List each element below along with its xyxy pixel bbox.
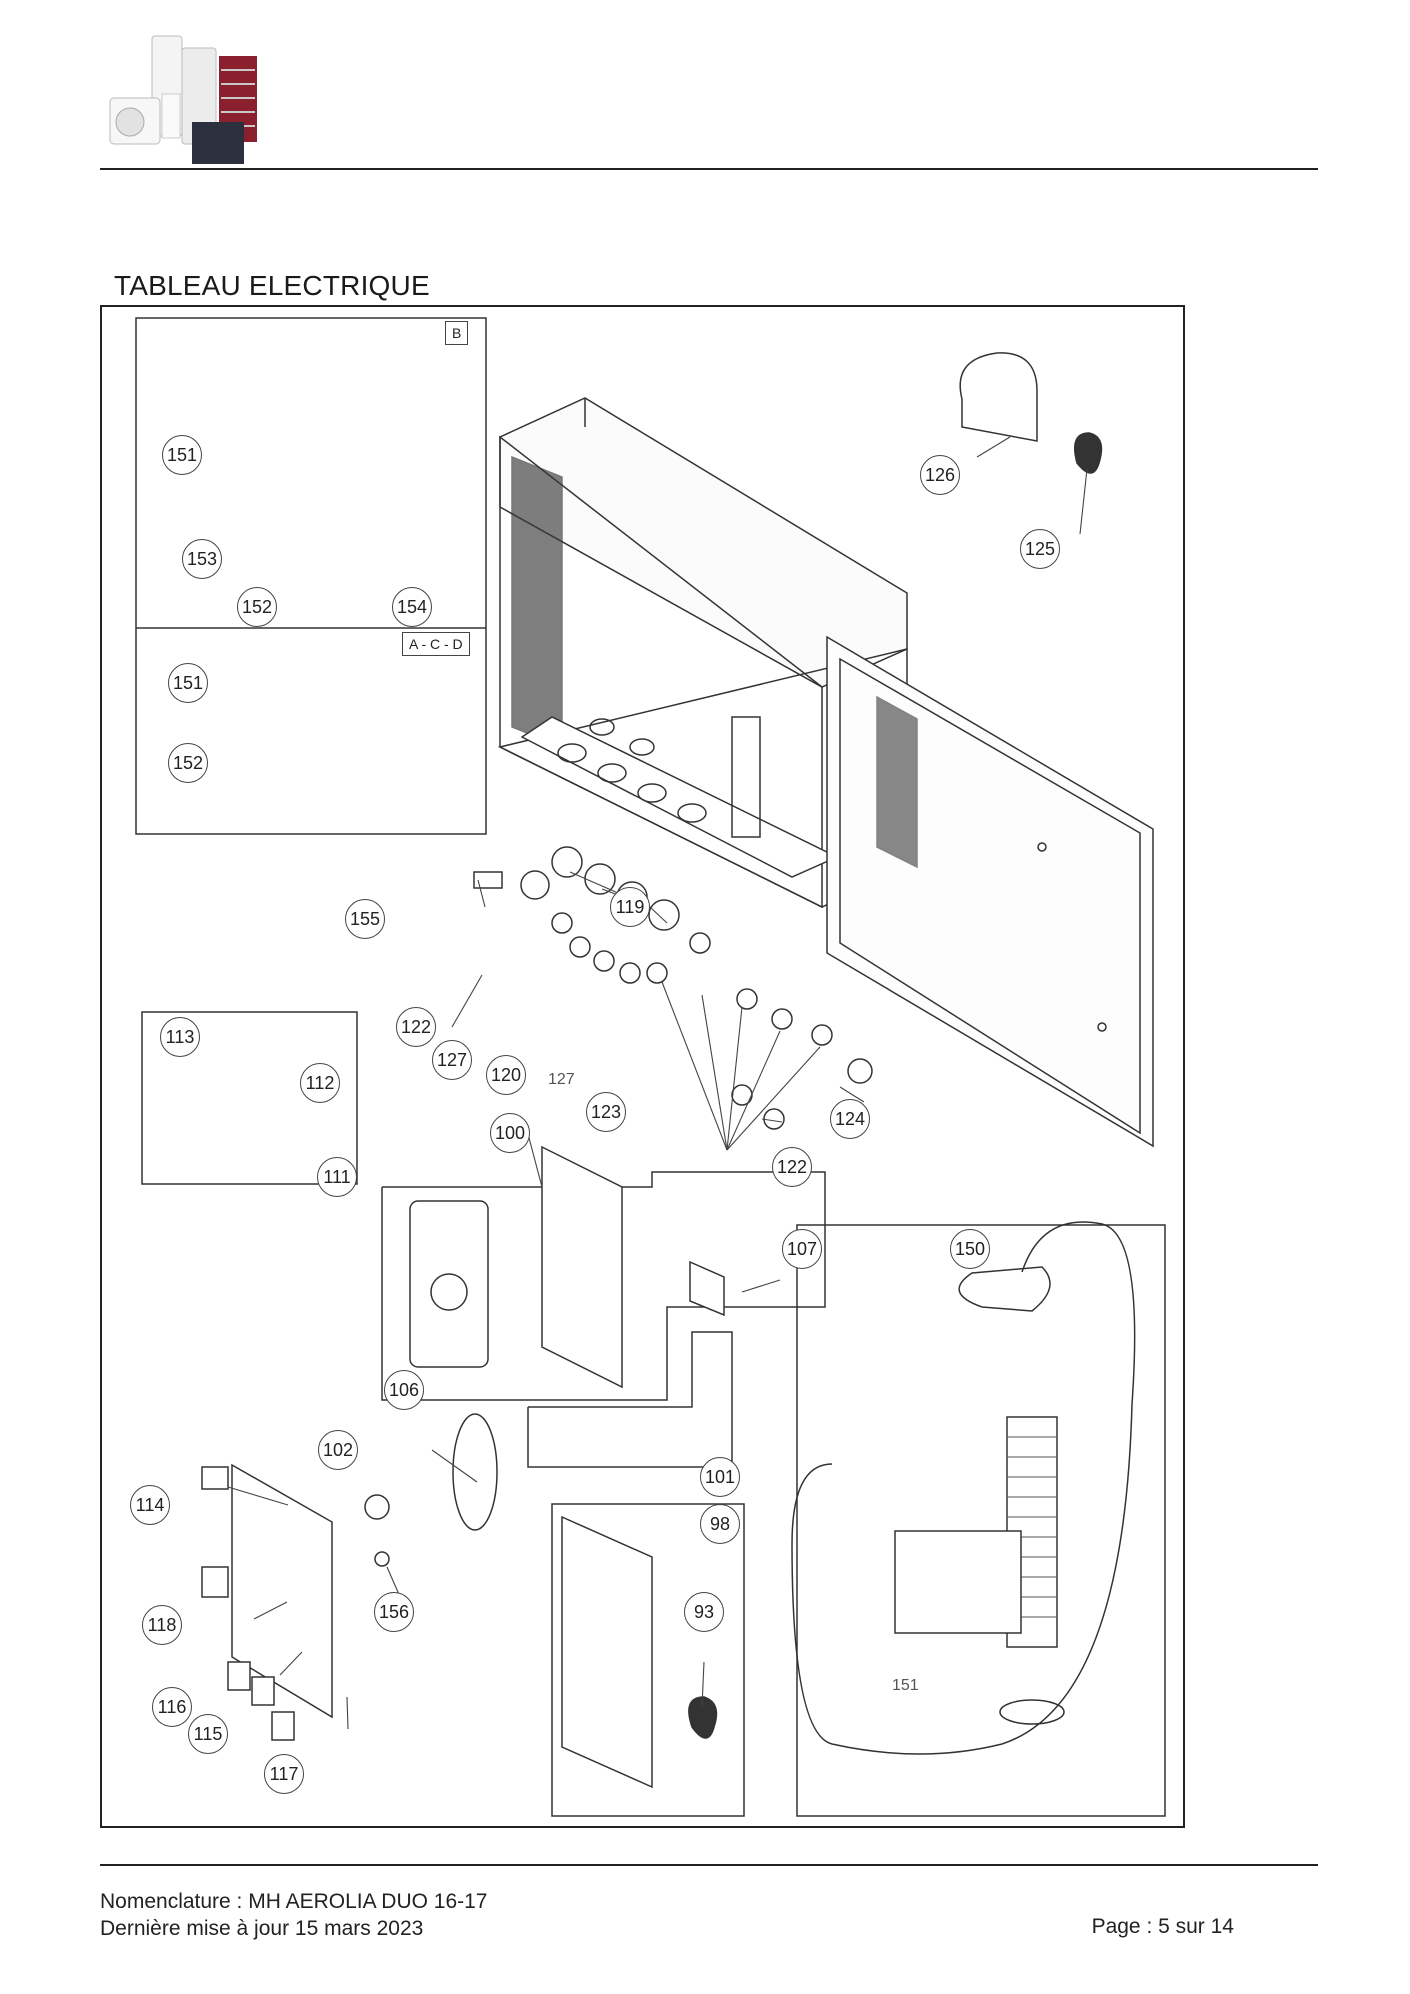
- parts-drawing: [135, 317, 1166, 1817]
- part-118-pcb: [231, 1463, 333, 1719]
- callout-111: 111: [317, 1157, 357, 1197]
- product-range-logo: [100, 30, 270, 170]
- cable-glands-group: [473, 846, 873, 1130]
- callout-113: 113: [160, 1017, 200, 1057]
- part-106-display: [409, 1200, 489, 1368]
- part-98-pcb: [561, 1515, 653, 1789]
- callout-120: 120: [486, 1055, 526, 1095]
- footer-page-number: Page : 5 sur 14: [1091, 1915, 1234, 1938]
- callout-123: 123: [586, 1092, 626, 1132]
- header-rule: [100, 168, 1318, 170]
- callout-98: 98: [700, 1504, 740, 1544]
- inset-111-box: [141, 1011, 358, 1185]
- callout-152-b: 152: [237, 587, 277, 627]
- callout-150: 150: [950, 1229, 990, 1269]
- footer-rule: [100, 1864, 1318, 1866]
- callout-101: 101: [700, 1457, 740, 1497]
- footer-nomenclature: Nomenclature : MH AEROLIA DUO 16-17: [100, 1890, 488, 1913]
- callout-127: 127: [432, 1040, 472, 1080]
- cabinet-door: [826, 635, 1154, 1148]
- callout-112: 112: [300, 1063, 340, 1103]
- callout-153: 153: [182, 539, 222, 579]
- callout-116: 116: [152, 1687, 192, 1727]
- exploded-parts-diagram: B A - C - D 151 153 152 154 151 152 126 …: [100, 305, 1185, 1828]
- callout-114: 114: [130, 1485, 170, 1525]
- callout-151-acd: 151: [168, 663, 208, 703]
- callout-156: 156: [374, 1592, 414, 1632]
- callout-100: 100: [490, 1113, 530, 1153]
- callout-115: 115: [188, 1714, 228, 1754]
- variant-tag-b: B: [445, 321, 469, 345]
- footer-updated: Dernière mise à jour 15 mars 2023: [100, 1917, 424, 1940]
- part-93-coil: [688, 1696, 718, 1739]
- callout-117: 117: [264, 1754, 304, 1794]
- callout-93: 93: [684, 1592, 724, 1632]
- label-127: 127: [548, 1071, 575, 1088]
- callout-126: 126: [920, 455, 960, 495]
- callout-102: 102: [318, 1430, 358, 1470]
- inset-100-106-107-box: [381, 1171, 826, 1401]
- callout-124: 124: [830, 1099, 870, 1139]
- callout-155: 155: [345, 899, 385, 939]
- callout-118: 118: [142, 1605, 182, 1645]
- callout-119: 119: [610, 887, 650, 927]
- callout-106: 106: [384, 1370, 424, 1410]
- cable-entry-holes: [557, 718, 707, 823]
- variant-tag-acd: A - C - D: [402, 632, 470, 656]
- callout-122-b: 122: [772, 1147, 812, 1187]
- part-100-support: [541, 1145, 623, 1389]
- inset-150-box: [796, 1224, 1166, 1817]
- label-151: 151: [892, 1677, 919, 1694]
- section-title: TABLEAU ELECTRIQUE: [114, 270, 430, 301]
- part-126-cap: [959, 352, 1038, 442]
- callout-152-acd: 152: [168, 743, 208, 783]
- inset-93-98-box: [551, 1503, 745, 1817]
- callout-125: 125: [1020, 529, 1060, 569]
- callout-151-b: 151: [162, 435, 202, 475]
- callout-122-a: 122: [396, 1007, 436, 1047]
- callout-154: 154: [392, 587, 432, 627]
- callout-107: 107: [782, 1229, 822, 1269]
- inset-101-box: [527, 1331, 733, 1468]
- inset-variants-box: [135, 317, 487, 835]
- part-102-cable: [452, 1413, 498, 1531]
- part-125-coil: [1074, 432, 1103, 474]
- part-107-board: [689, 1260, 725, 1317]
- part-150-heating-element: [791, 1221, 1136, 1755]
